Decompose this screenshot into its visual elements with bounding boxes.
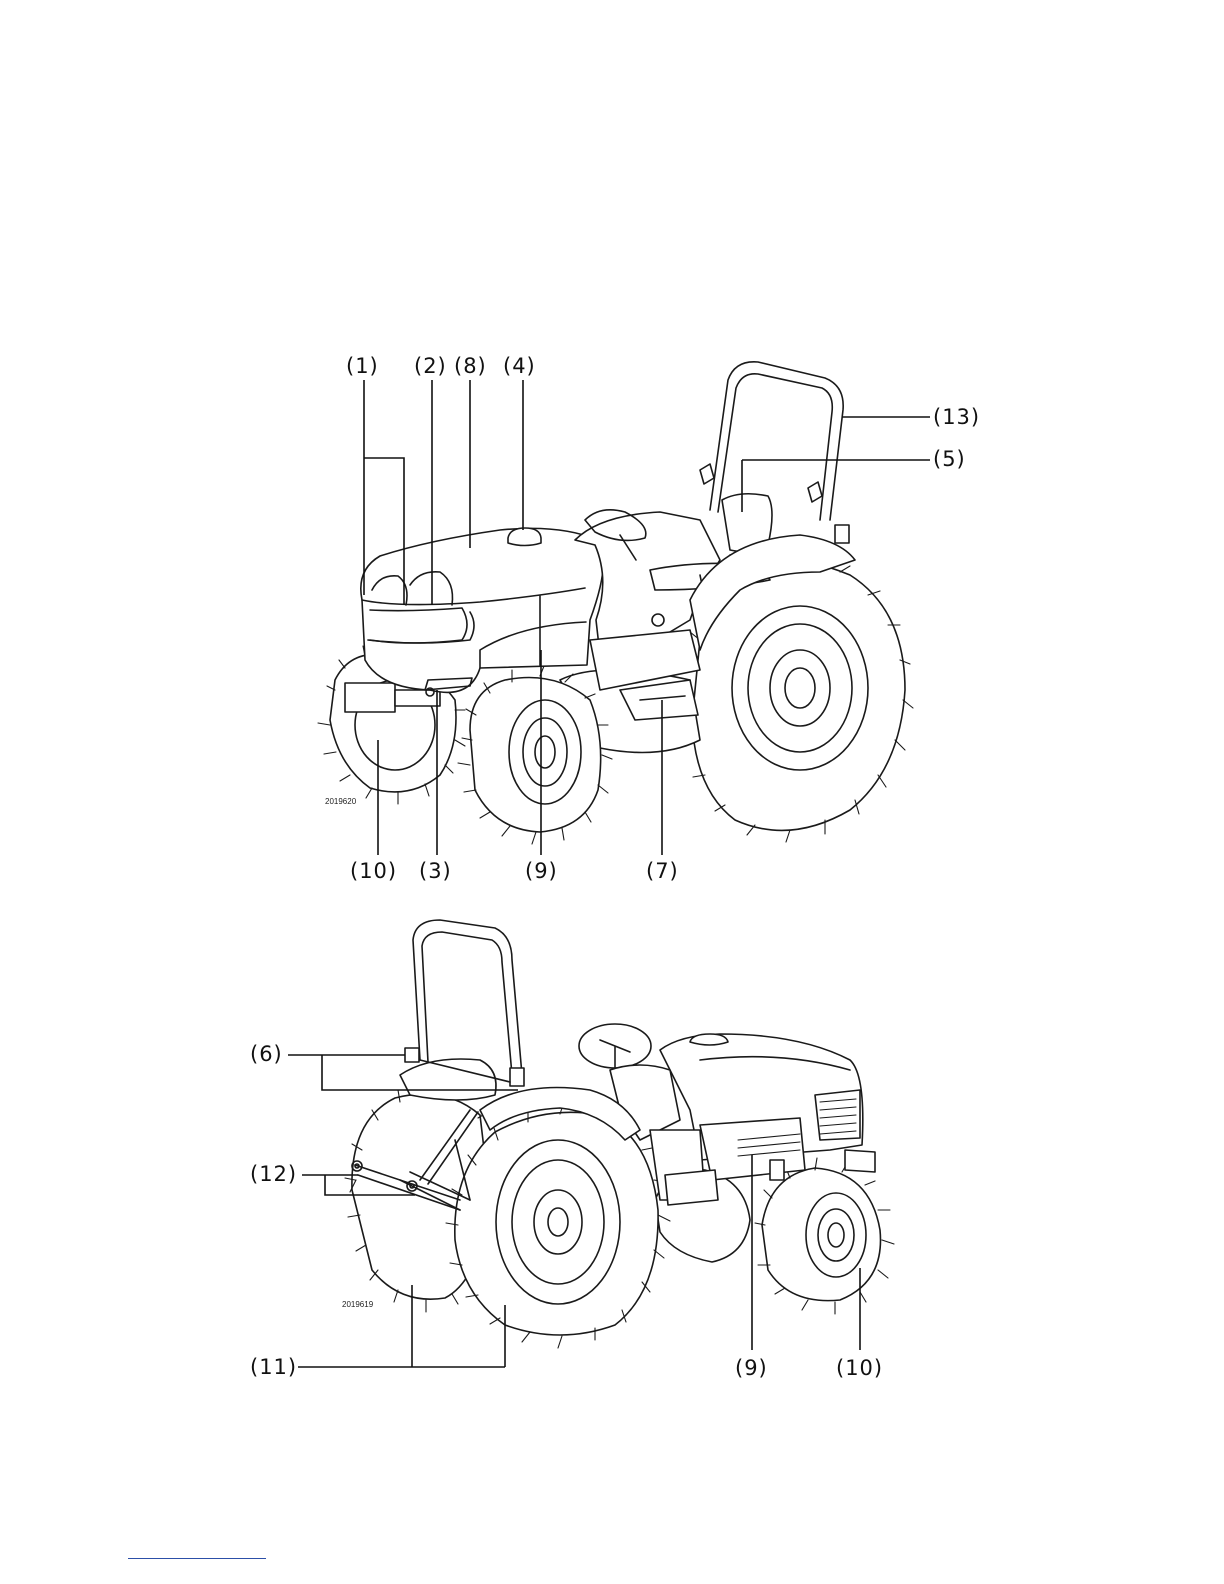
image-code-top: 2019620	[325, 797, 356, 806]
callout-label-1: (1)	[346, 354, 379, 378]
callout-label-13: (13)	[933, 405, 980, 429]
callout-label-9: (9)	[525, 859, 558, 883]
front-wheel-near	[755, 1158, 894, 1314]
callout-label-3: (3)	[419, 859, 452, 883]
callout-label-5: (5)	[933, 447, 966, 471]
callout-label-10-bottom: (10)	[836, 1356, 883, 1380]
callout-label-9-bottom: (9)	[735, 1356, 768, 1380]
hood	[361, 528, 604, 696]
callout-label-11: (11)	[250, 1355, 297, 1379]
callout-label-12: (12)	[250, 1162, 297, 1186]
callout-label-10: (10)	[350, 859, 397, 883]
footer-rule	[128, 1558, 266, 1559]
rops-frame	[700, 362, 849, 543]
callout-label-6: (6)	[250, 1042, 283, 1066]
image-code-bottom: 2019619	[342, 1300, 373, 1309]
callout-label-7: (7)	[646, 859, 679, 883]
callout-label-8: (8)	[454, 354, 487, 378]
callout-label-4: (4)	[503, 354, 536, 378]
callout-label-2: (2)	[414, 354, 447, 378]
